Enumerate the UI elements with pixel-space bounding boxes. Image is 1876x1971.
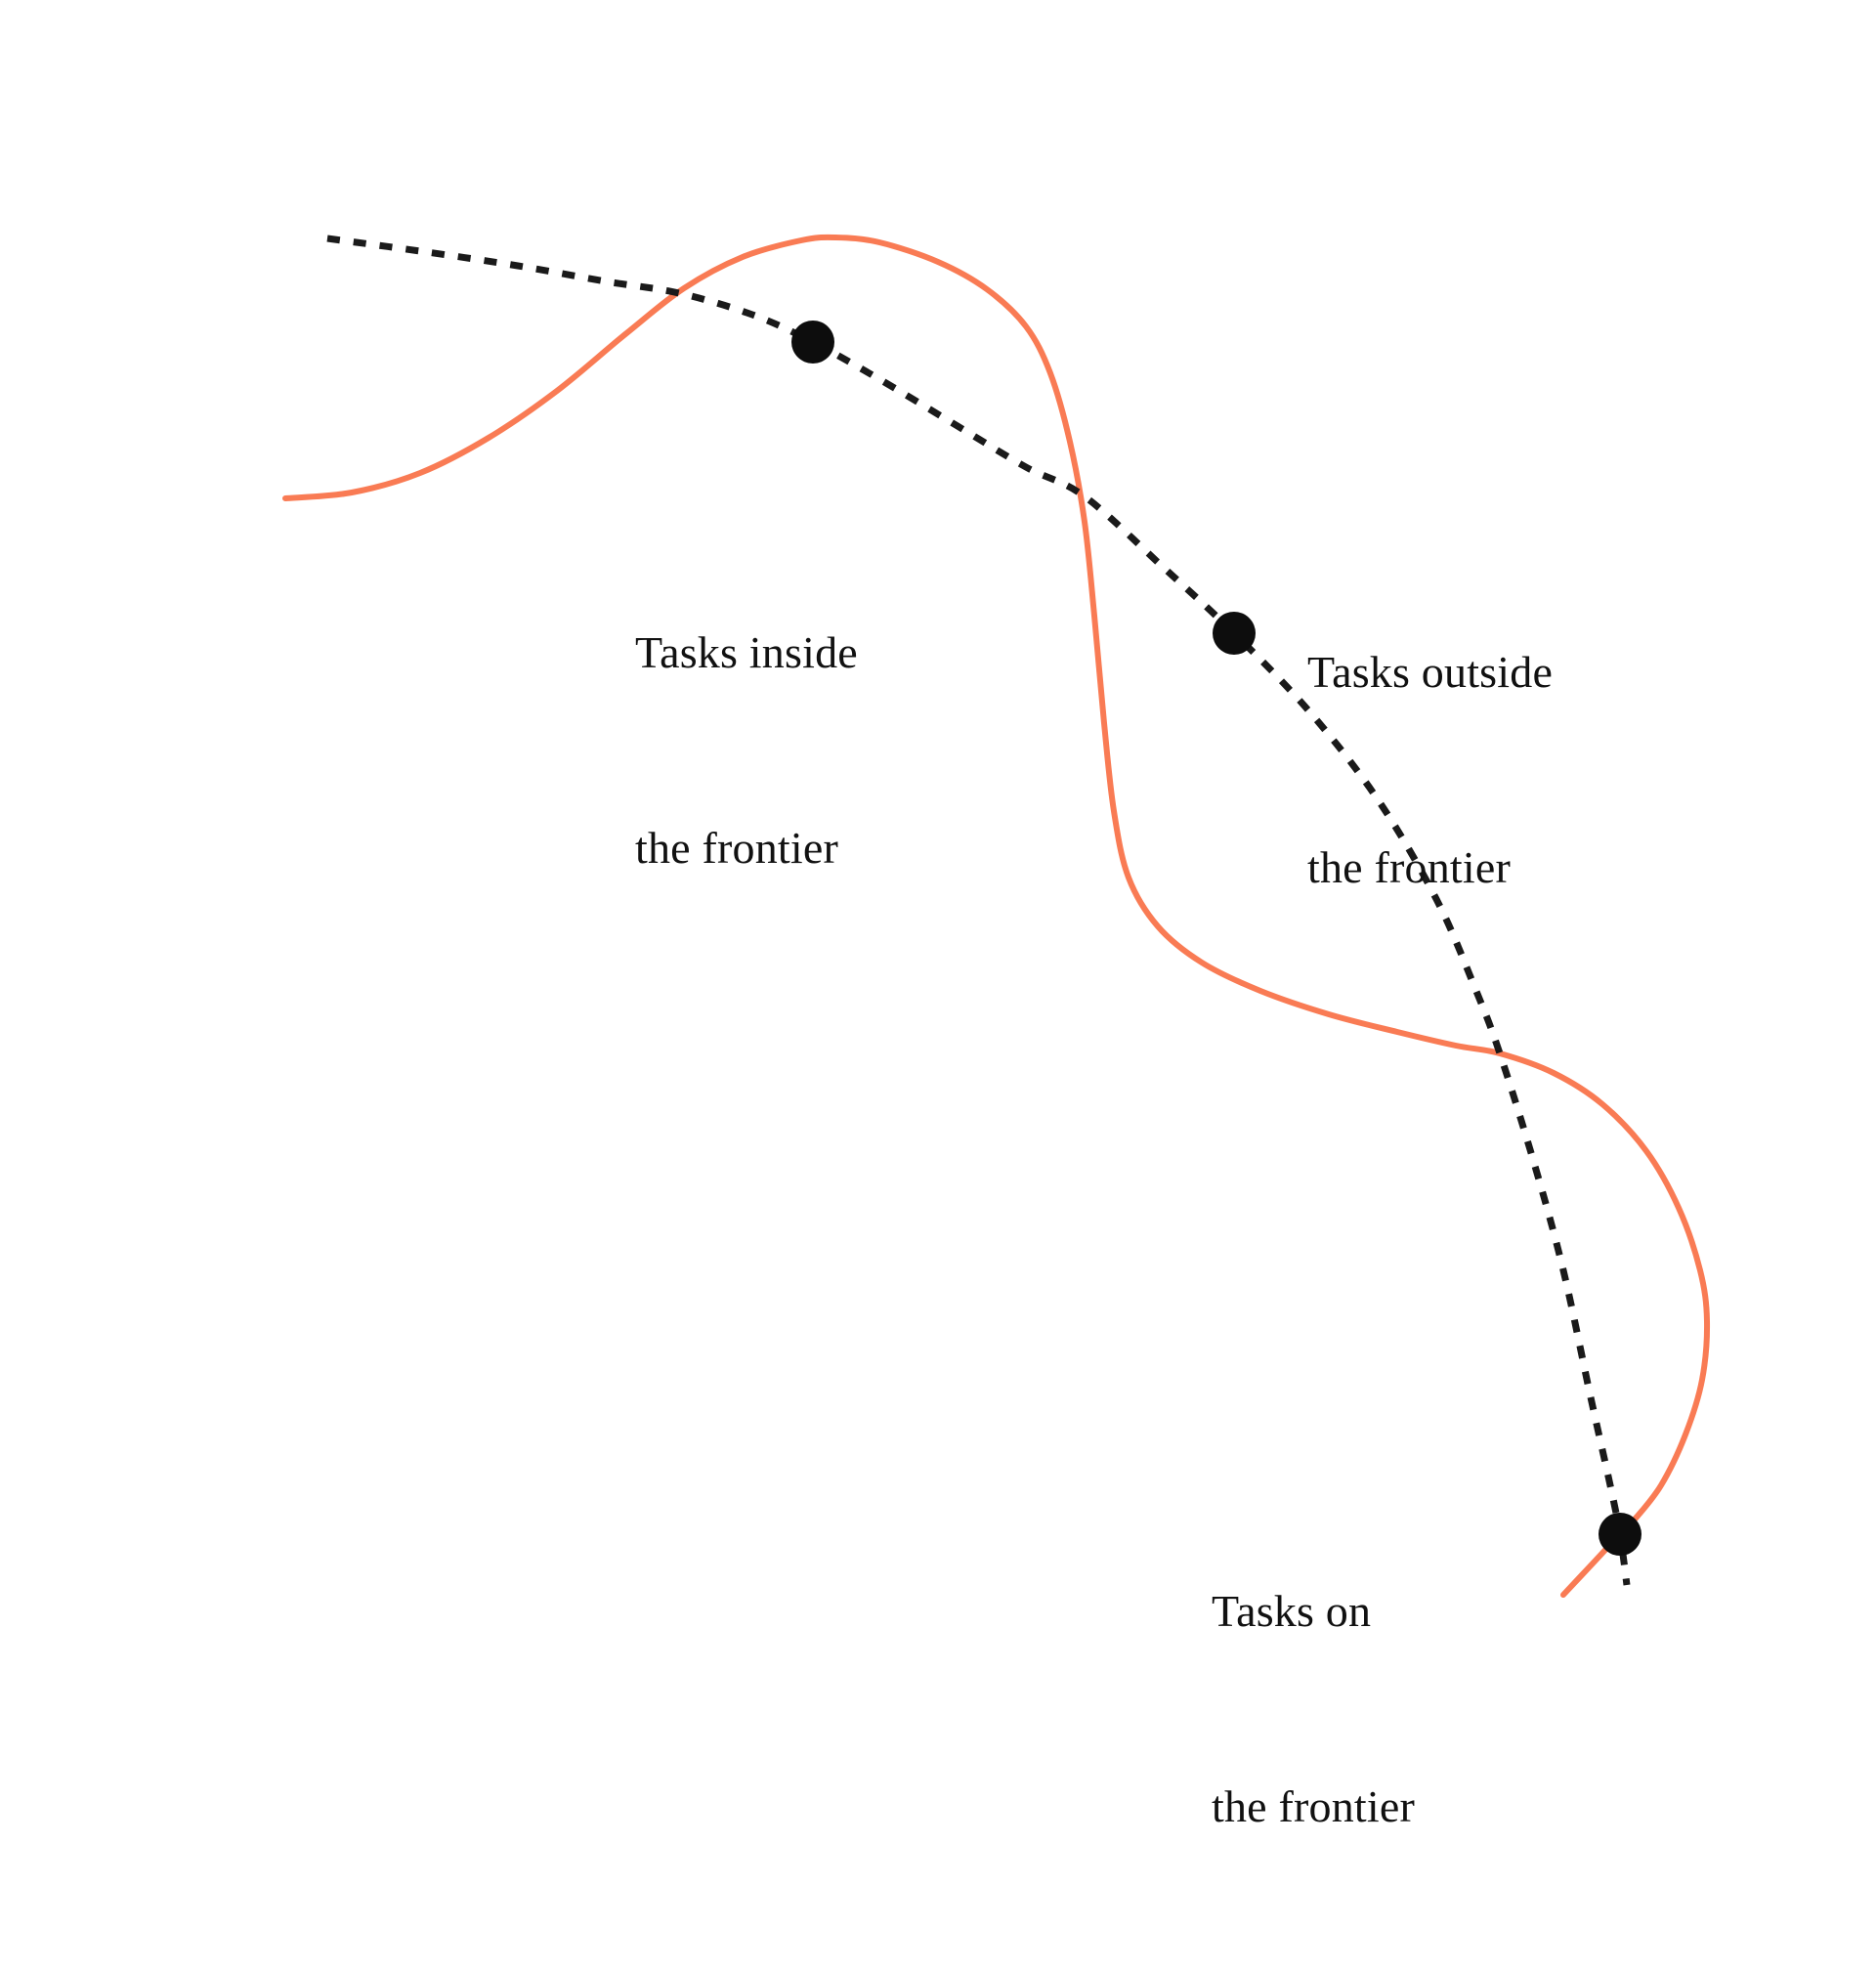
label-tasks-on-line1: Tasks on xyxy=(1212,1586,1372,1637)
frontier-diagram-svg xyxy=(0,0,1876,1704)
label-tasks-outside-line2: the frontier xyxy=(1307,842,1512,893)
marker-group xyxy=(791,321,1642,1556)
diagram-canvas: Tasks inside the frontier Tasks outside … xyxy=(0,0,1876,1832)
label-tasks-on-line2: the frontier xyxy=(1212,1781,1416,1832)
label-tasks-outside: Tasks outside the frontier xyxy=(1307,510,1553,1032)
label-tasks-inside: Tasks inside the frontier xyxy=(635,491,858,1012)
diagram-background xyxy=(0,0,1876,1704)
label-tasks-on: Tasks on the frontier xyxy=(1212,1449,1415,1971)
label-tasks-inside-line1: Tasks inside xyxy=(635,627,858,678)
label-tasks-inside-line2: the frontier xyxy=(635,823,839,874)
tasks-inside-marker xyxy=(791,321,834,364)
tasks-on-marker xyxy=(1599,1513,1642,1556)
label-tasks-outside-line1: Tasks outside xyxy=(1307,647,1554,698)
frontier-curve xyxy=(326,235,1631,1586)
tasks-outside-marker xyxy=(1213,612,1256,655)
task-capability-curve xyxy=(282,234,1711,1598)
